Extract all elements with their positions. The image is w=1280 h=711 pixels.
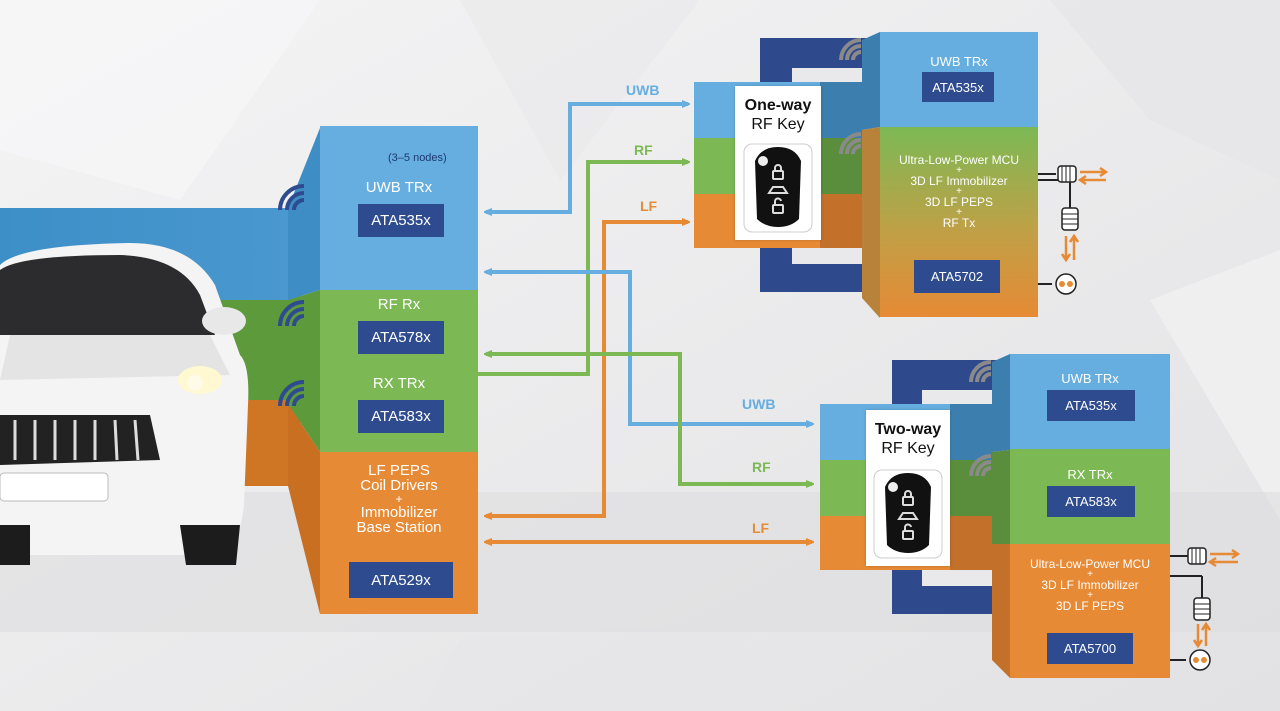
- mcu-plus: +: [956, 207, 962, 218]
- mcu-line: Ultra-Low-Power MCU: [1029, 557, 1151, 571]
- link-label-lf: LF: [640, 198, 658, 214]
- coil-antenna-icon: [1038, 165, 1109, 295]
- two-way-rx-chip: ATA583x: [1047, 486, 1135, 517]
- one-way-uwb-chip: ATA535x: [922, 72, 994, 102]
- rf-link-two-way: [486, 354, 812, 484]
- two-way-rx-title: RX TRx: [1067, 467, 1113, 482]
- wireless-signal-icon: [839, 38, 862, 61]
- link-label-rf: RF: [752, 459, 771, 475]
- wireless-signal-icon: [839, 132, 862, 155]
- mcu-line: 3D LF PEPS: [924, 195, 994, 209]
- car-rf-chip: ATA578x: [358, 321, 444, 354]
- nodes-note: (3–5 nodes): [388, 152, 447, 164]
- mcu-plus: +: [1087, 590, 1093, 601]
- link-label-uwb: UWB: [742, 396, 776, 412]
- link-label-lf: LF: [752, 520, 770, 536]
- coil-antenna-icon: [1170, 547, 1241, 671]
- car-rx-title: RX TRx: [372, 375, 426, 392]
- mcu-line: Ultra-Low-Power MCU: [898, 153, 1020, 167]
- mcu-line: 3D LF Immobilizer: [1041, 578, 1139, 592]
- wireless-signal-icon: [969, 454, 992, 477]
- mcu-line: RF Tx: [942, 216, 976, 230]
- mcu-plus: +: [1087, 569, 1093, 580]
- one-way-mcu-text: Ultra-Low-Power MCU + 3D LF Immobilizer …: [880, 154, 1038, 230]
- car-lf-line: LF PEPS: [368, 462, 430, 479]
- wireless-signal-icon: [278, 184, 305, 211]
- one-way-uwb-title: UWB TRx: [930, 54, 988, 69]
- car-key-fob-icon: [873, 469, 943, 559]
- car-illustration: [0, 243, 249, 565]
- two-way-uwb-title: UWB TRx: [1061, 371, 1119, 386]
- mcu-line: 3D LF Immobilizer: [910, 174, 1008, 188]
- car-lf-title: LF PEPS Coil Drivers + Immobilizer Base …: [320, 463, 478, 535]
- one-way-mcu-chip: ATA5702: [914, 260, 1000, 293]
- mcu-plus: +: [956, 165, 962, 176]
- one-way-key-title-text: RF Key: [751, 116, 805, 133]
- one-way-key-card: One-way RF Key: [735, 86, 821, 240]
- car-key-fob-icon: [743, 143, 813, 233]
- uwb-link-one-way: [486, 104, 688, 212]
- two-way-key-title: Two-way RF Key: [866, 420, 950, 458]
- car-uwb-chip: ATA535x: [358, 204, 444, 237]
- link-label-rf: RF: [634, 142, 653, 158]
- wireless-signal-icon: [969, 360, 992, 383]
- wireless-signal-icon: [278, 380, 305, 407]
- mcu-plus: +: [956, 186, 962, 197]
- one-way-key-title-bold: One-way: [744, 97, 812, 114]
- car-lf-chip: ATA529x: [349, 562, 453, 598]
- two-way-key-title-text: RF Key: [881, 440, 935, 457]
- two-way-uwb-chip: ATA535x: [1047, 390, 1135, 421]
- mcu-line: 3D LF PEPS: [1055, 599, 1125, 613]
- bidirectional-arrow-icon: [1192, 548, 1241, 649]
- rf-link-one-way: [478, 162, 688, 376]
- two-way-key-card: Two-way RF Key: [866, 410, 950, 566]
- one-way-key-title: One-way RF Key: [735, 96, 821, 134]
- two-way-mcu-chip: ATA5700: [1047, 633, 1133, 664]
- car-lf-line: Coil Drivers: [360, 477, 438, 494]
- bidirectional-arrow-icon: [1060, 166, 1109, 263]
- car-lf-line: +: [395, 492, 403, 506]
- car-rx-chip: ATA583x: [358, 400, 444, 433]
- car-lf-line: Immobilizer: [360, 504, 438, 521]
- car-uwb-title: UWB TRx: [365, 179, 433, 196]
- car-lf-line: Base Station: [356, 519, 442, 536]
- link-label-uwb: UWB: [626, 82, 660, 98]
- car-rf-title: RF Rx: [377, 296, 421, 313]
- two-way-mcu-text: Ultra-Low-Power MCU + 3D LF Immobilizer …: [1010, 558, 1170, 613]
- wireless-signal-icon: [278, 300, 305, 327]
- two-way-key-title-bold: Two-way: [874, 421, 942, 438]
